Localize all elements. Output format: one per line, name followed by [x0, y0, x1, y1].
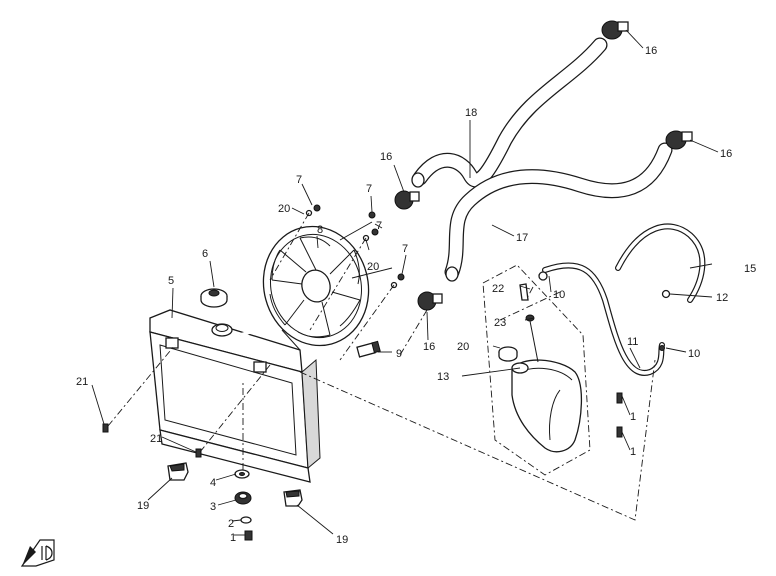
- front-direction-arrow-icon: [20, 539, 55, 567]
- callout-7: 7: [402, 243, 408, 255]
- clip-12: [661, 289, 671, 299]
- callout-10: 10: [553, 289, 565, 301]
- washer-4: [234, 469, 250, 479]
- mount-pad-19-left: [167, 462, 189, 481]
- mount-pad-19-right: [283, 489, 303, 507]
- bolt-1-bottom: [244, 530, 253, 541]
- callout-15: 15: [744, 263, 756, 275]
- grommet-3: [234, 491, 252, 505]
- callout-17: 17: [516, 232, 528, 244]
- callout-7: 7: [376, 220, 382, 232]
- callout-23: 23: [494, 317, 506, 329]
- overflow-hose-15: [615, 223, 706, 303]
- radiator-5: [149, 309, 321, 483]
- breather-hose-11: [542, 262, 665, 376]
- bolt-21-lower: [195, 448, 202, 458]
- bolt-1-reservoir-lower: [616, 426, 623, 438]
- callout-16: 16: [645, 45, 657, 57]
- callout-3: 3: [210, 501, 216, 513]
- radiator-cap-6: [200, 288, 228, 308]
- leader-lines: [91, 29, 719, 536]
- fan-switch-9: [356, 340, 381, 358]
- level-probe-23: [525, 314, 539, 363]
- callout-20: 20: [278, 203, 290, 215]
- reservoir-cap-20: [498, 346, 518, 362]
- callout-1: 1: [630, 446, 636, 458]
- callout-11: 11: [627, 336, 638, 348]
- assembly-lines: [107, 212, 656, 521]
- callout-5: 5: [168, 275, 174, 287]
- bolt-1-reservoir-upper: [616, 392, 623, 404]
- callout-20: 20: [367, 261, 379, 273]
- bolt-7-a: [313, 204, 321, 212]
- clip-10-lower: [659, 345, 665, 351]
- callout-12: 12: [716, 292, 728, 304]
- clip-10-upper: [538, 271, 548, 281]
- cooling-fan-8: [262, 221, 393, 351]
- callout-8: 8: [317, 224, 323, 236]
- hose-clamp-16-top: [601, 20, 629, 40]
- callout-1: 1: [630, 411, 636, 423]
- reservoir-bracket: [482, 264, 591, 476]
- callout-21: 21: [76, 376, 88, 388]
- coolant-reservoir-13: [511, 359, 583, 453]
- washer-2: [240, 516, 252, 524]
- callout-1: 1: [230, 532, 236, 544]
- callout-labels: 16 16 18 17 16 15 12 10 11 10 22 23 20 1…: [76, 45, 756, 546]
- callout-18: 18: [465, 107, 477, 119]
- callout-2: 2: [228, 518, 234, 530]
- bolt-21-left: [102, 423, 109, 433]
- callout-10: 10: [688, 348, 700, 360]
- hose-clamp-16-low: [417, 291, 443, 311]
- hose-18: [411, 37, 608, 188]
- hose-clamp-16-right: [665, 130, 693, 150]
- callout-4: 4: [210, 477, 216, 489]
- callout-9: 9: [396, 348, 402, 360]
- callout-21: 21: [150, 433, 162, 445]
- bolt-7-d: [397, 273, 405, 281]
- bolt-7-c: [371, 228, 379, 236]
- callout-20: 20: [457, 341, 469, 353]
- callout-13: 13: [437, 371, 449, 383]
- callout-6: 6: [202, 248, 208, 260]
- bolt-7-b: [368, 211, 376, 219]
- hose-17: [444, 142, 673, 282]
- callout-22: 22: [492, 283, 504, 295]
- hose-clamp-16-mid: [394, 190, 420, 210]
- callout-7: 7: [366, 183, 372, 195]
- callout-7: 7: [296, 174, 302, 186]
- callout-16: 16: [423, 341, 435, 353]
- callout-19: 19: [336, 534, 348, 546]
- callout-19: 19: [137, 500, 149, 512]
- callout-16: 16: [720, 148, 732, 160]
- callout-16: 16: [380, 151, 392, 163]
